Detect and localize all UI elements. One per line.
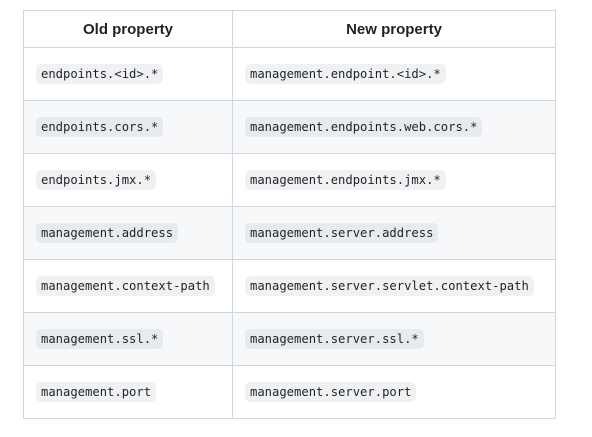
new-property-code: management.endpoint.<id>.* bbox=[245, 64, 446, 84]
old-property-cell: endpoints.jmx.* bbox=[23, 153, 233, 207]
table-row: management.ssl.* management.server.ssl.* bbox=[23, 312, 556, 366]
table-header: Old property New property bbox=[23, 10, 556, 48]
new-property-code: management.server.address bbox=[245, 223, 439, 243]
table-body: endpoints.<id>.* management.endpoint.<id… bbox=[23, 47, 556, 419]
old-property-cell: endpoints.<id>.* bbox=[23, 47, 233, 101]
new-property-cell: management.server.ssl.* bbox=[232, 312, 556, 366]
table-row: management.port management.server.port bbox=[23, 365, 556, 419]
new-property-code: management.endpoints.web.cors.* bbox=[245, 117, 483, 137]
property-mapping-table-container: Old property New property endpoints.<id>… bbox=[23, 10, 556, 419]
table-row: endpoints.<id>.* management.endpoint.<id… bbox=[23, 47, 556, 101]
old-property-code: endpoints.jmx.* bbox=[36, 170, 157, 190]
property-mapping-table: Old property New property endpoints.<id>… bbox=[23, 10, 556, 419]
old-property-code: management.ssl.* bbox=[36, 329, 164, 349]
old-property-cell: management.context-path bbox=[23, 259, 233, 313]
old-property-code: endpoints.<id>.* bbox=[36, 64, 164, 84]
table-row: endpoints.jmx.* management.endpoints.jmx… bbox=[23, 153, 556, 207]
new-property-cell: management.endpoints.jmx.* bbox=[232, 153, 556, 207]
table-row: endpoints.cors.* management.endpoints.we… bbox=[23, 100, 556, 154]
header-new-property: New property bbox=[232, 10, 556, 48]
old-property-code: endpoints.cors.* bbox=[36, 117, 164, 137]
old-property-cell: management.ssl.* bbox=[23, 312, 233, 366]
header-old-property: Old property bbox=[23, 10, 233, 48]
old-property-code: management.context-path bbox=[36, 276, 215, 296]
new-property-code: management.server.port bbox=[245, 382, 417, 402]
new-property-cell: management.endpoints.web.cors.* bbox=[232, 100, 556, 154]
old-property-code: management.port bbox=[36, 382, 157, 402]
old-property-cell: management.address bbox=[23, 206, 233, 260]
old-property-cell: endpoints.cors.* bbox=[23, 100, 233, 154]
old-property-code: management.address bbox=[36, 223, 179, 243]
new-property-code: management.server.ssl.* bbox=[245, 329, 424, 349]
old-property-cell: management.port bbox=[23, 365, 233, 419]
new-property-cell: management.server.address bbox=[232, 206, 556, 260]
header-row: Old property New property bbox=[23, 10, 556, 48]
table-row: management.address management.server.add… bbox=[23, 206, 556, 260]
new-property-code: management.endpoints.jmx.* bbox=[245, 170, 446, 190]
table-row: management.context-path management.serve… bbox=[23, 259, 556, 313]
new-property-cell: management.server.port bbox=[232, 365, 556, 419]
new-property-code: management.server.servlet.context-path bbox=[245, 276, 534, 296]
new-property-cell: management.server.servlet.context-path bbox=[232, 259, 556, 313]
new-property-cell: management.endpoint.<id>.* bbox=[232, 47, 556, 101]
